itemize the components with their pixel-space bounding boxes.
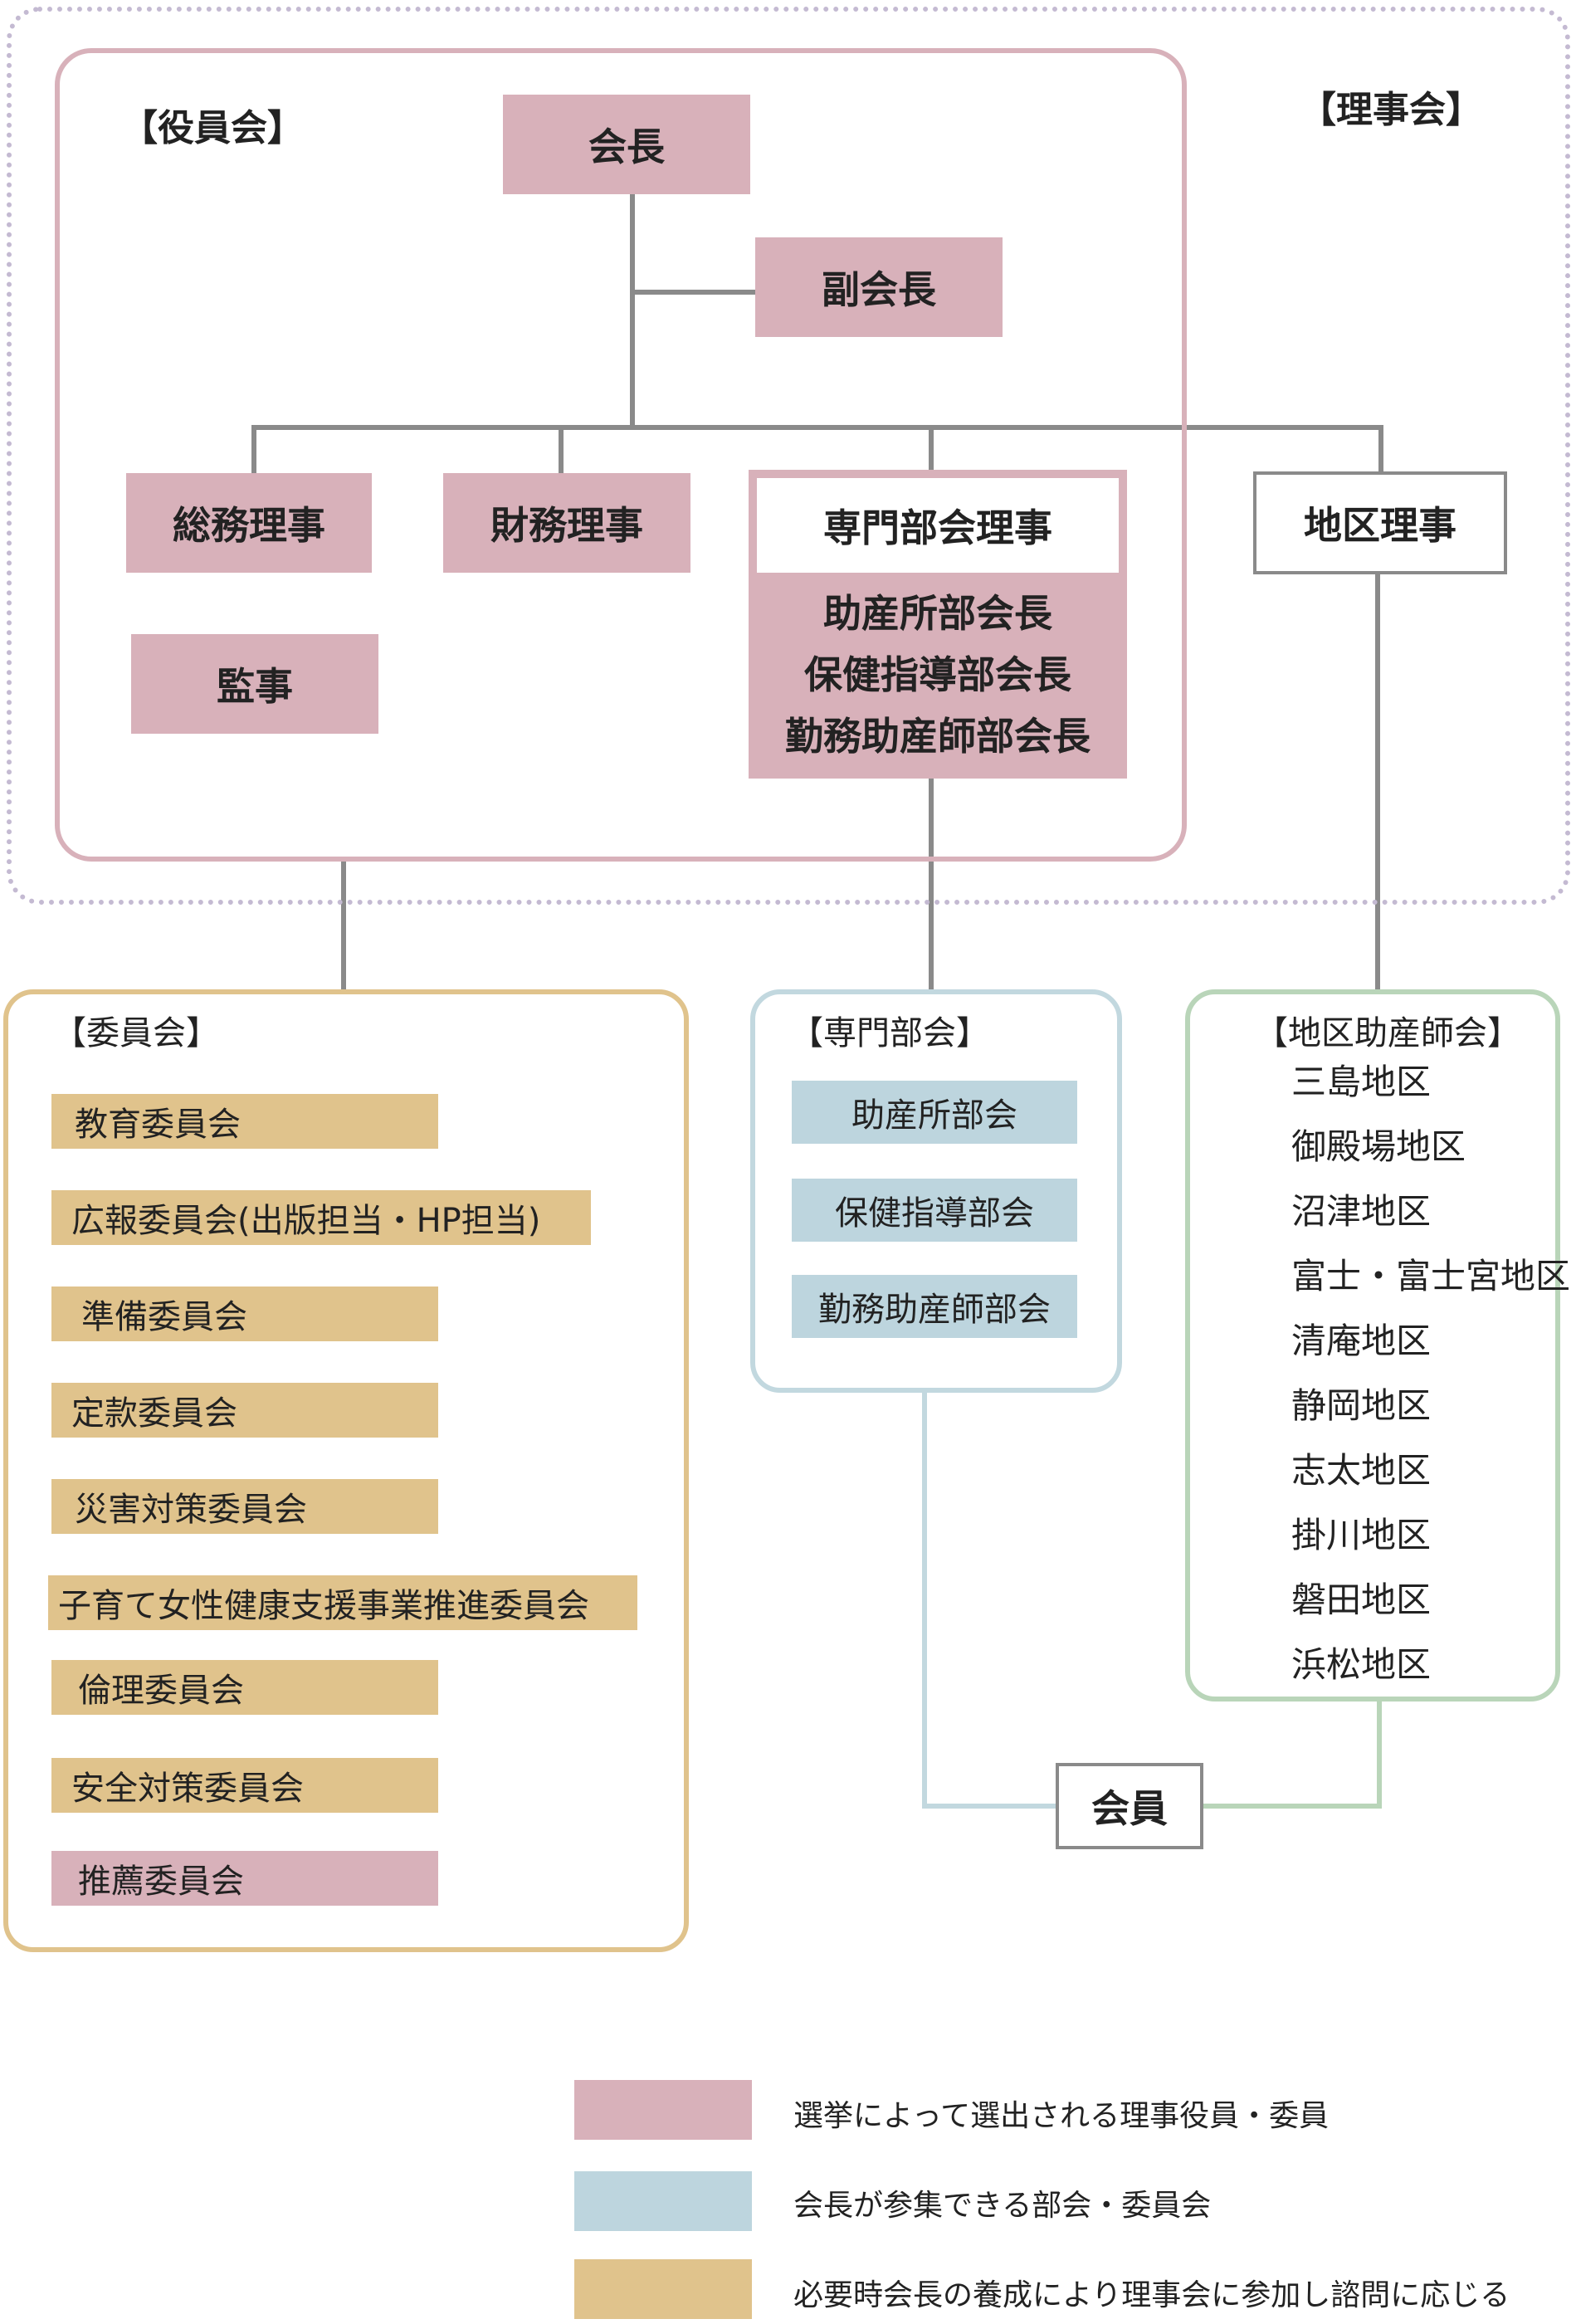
legend-text-convened: 会長が参集できる部会・委員会 — [793, 2189, 1212, 2223]
committee-item: 準備委員会 — [51, 1286, 438, 1341]
committee-item-elected: 推薦委員会 — [51, 1851, 438, 1906]
district-item: 清庵地区 — [1291, 1321, 1432, 1361]
committee-item: 定款委員会 — [51, 1383, 438, 1438]
committee-item: 安全対策委員会 — [51, 1758, 438, 1813]
specialty-item: 勤務助産師部会 — [792, 1275, 1077, 1338]
districts-label: 【地区助産師会】 — [1255, 1014, 1520, 1052]
district-item: 志太地区 — [1291, 1450, 1432, 1491]
legend-text-advisory: 必要時会長の養成により理事会に参加し諮問に応じる — [793, 2278, 1510, 2312]
district-item: 静岡地区 — [1291, 1385, 1432, 1426]
committee-item: 災害対策委員会 — [51, 1479, 438, 1534]
specialty-chair-1: 助産所部会長 — [823, 591, 1052, 636]
officers-label: 【役員会】 — [121, 107, 304, 149]
members-box: 会員 — [1056, 1763, 1203, 1849]
committee-item: 広報委員会(出版担当・HP担当) — [51, 1190, 591, 1245]
committee-item: 倫理委員会 — [51, 1660, 438, 1715]
district-item: 沼津地区 — [1291, 1191, 1432, 1232]
district-item: 三島地区 — [1291, 1062, 1432, 1102]
president-box: 会長 — [503, 95, 750, 194]
district-director-box: 地区理事 — [1253, 471, 1507, 574]
specialty-chair-2: 保健指導部会長 — [804, 652, 1071, 697]
specialty-chair-3: 勤務助産師部会長 — [785, 714, 1091, 759]
committee-item: 子育て女性健康支援事業推進委員会 — [48, 1575, 637, 1630]
district-item: 富士・富士宮地区 — [1291, 1256, 1571, 1296]
board-frame — [7, 7, 1570, 905]
specialty-item: 助産所部会 — [792, 1081, 1077, 1144]
district-item: 御殿場地区 — [1291, 1126, 1466, 1167]
legend-swatch-advisory — [574, 2259, 752, 2319]
legend-swatch-convened — [574, 2171, 752, 2231]
auditor-box: 監事 — [131, 634, 378, 734]
committee-item: 教育委員会 — [51, 1094, 438, 1149]
vice-president-box: 副会長 — [755, 237, 1003, 337]
committees-frame — [3, 989, 689, 1952]
legend-swatch-elected — [574, 2080, 752, 2140]
specialty-frame — [750, 989, 1122, 1393]
specialty-label: 【専門部会】 — [790, 1014, 989, 1052]
legend-text-elected: 選挙によって選出される理事役員・委員 — [793, 2099, 1330, 2133]
district-item: 磐田地区 — [1291, 1579, 1432, 1620]
specialty-director-title: 専門部会理事 — [757, 478, 1119, 573]
district-item: 掛川地区 — [1291, 1515, 1432, 1555]
committees-label: 【委員会】 — [53, 1014, 219, 1052]
districts-frame — [1185, 989, 1560, 1702]
officers-frame — [55, 48, 1187, 862]
board-label: 【理事会】 — [1300, 89, 1482, 131]
specialty-director-block: 専門部会理事 助産所部会長 保健指導部会長 勤務助産師部会長 — [749, 470, 1127, 779]
general-affairs-box: 総務理事 — [126, 473, 372, 573]
specialty-item: 保健指導部会 — [792, 1179, 1077, 1242]
district-item: 浜松地区 — [1291, 1644, 1432, 1685]
finance-box: 財務理事 — [443, 473, 690, 573]
